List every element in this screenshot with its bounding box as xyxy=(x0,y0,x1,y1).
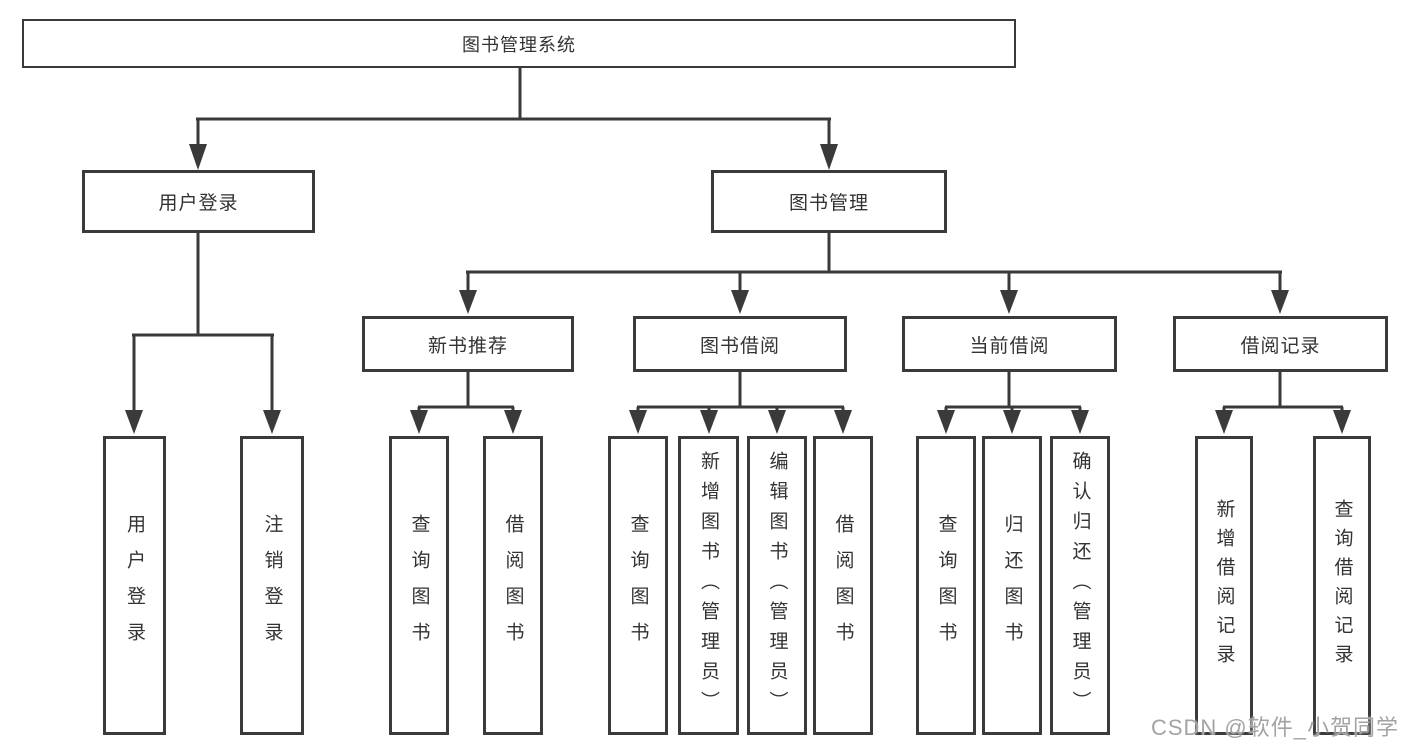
leaf-label: 查询图书 xyxy=(935,513,957,658)
node-current-borrow: 当前借阅 xyxy=(902,316,1117,372)
leaf-borrow-query-books: 查询图书 xyxy=(608,436,668,735)
leaf-label: 借阅图书 xyxy=(832,513,854,658)
leaf-records-add-record: 新增借阅记录 xyxy=(1195,436,1253,735)
leaf-label: 确认归还（管理员） xyxy=(1069,450,1091,721)
leaf-current-query-books: 查询图书 xyxy=(916,436,976,735)
leaf-current-confirm-return-admin: 确认归还（管理员） xyxy=(1050,436,1110,735)
leaf-current-return-books: 归还图书 xyxy=(982,436,1042,735)
node-borrow-records: 借阅记录 xyxy=(1173,316,1388,372)
leaf-label: 查询图书 xyxy=(627,513,649,658)
arrowheads xyxy=(125,144,1351,434)
leaf-records-query-record: 查询借阅记录 xyxy=(1313,436,1371,735)
node-label: 用户登录 xyxy=(158,193,239,214)
node-label: 图书管理 xyxy=(788,193,869,214)
leaf-logout: 注销登录 xyxy=(240,436,304,735)
leaf-borrow-edit-books-admin: 编辑图书（管理员） xyxy=(747,436,807,735)
leaf-label: 归还图书 xyxy=(1001,513,1023,658)
leaf-borrow-borrow-books: 借阅图书 xyxy=(813,436,873,735)
leaf-label: 注销登录 xyxy=(261,513,283,658)
node-book-management: 图书管理 xyxy=(711,170,947,233)
node-label: 图书管理系统 xyxy=(462,34,576,55)
leaf-label: 查询图书 xyxy=(408,513,430,658)
node-user-login: 用户登录 xyxy=(82,170,315,233)
node-label: 借阅记录 xyxy=(1240,335,1321,357)
leaf-label: 借阅图书 xyxy=(502,513,524,658)
leaf-recommend-borrow-books: 借阅图书 xyxy=(483,436,543,735)
leaf-user-login: 用户登录 xyxy=(103,436,166,735)
node-label: 当前借阅 xyxy=(969,335,1050,357)
node-library-management-system: 图书管理系统 xyxy=(22,19,1016,68)
node-label: 新书推荐 xyxy=(427,335,508,357)
csdn-watermark: CSDN @软件_小贺同学 xyxy=(1150,715,1399,740)
leaf-label: 查询借阅记录 xyxy=(1331,498,1353,673)
leaf-label: 用户登录 xyxy=(124,513,145,658)
leaf-label: 新增图书（管理员） xyxy=(698,450,719,721)
node-book-borrow: 图书借阅 xyxy=(633,316,847,372)
node-new-book-recommend: 新书推荐 xyxy=(362,316,574,372)
leaf-recommend-query-books: 查询图书 xyxy=(389,436,449,735)
leaf-label: 编辑图书（管理员） xyxy=(766,450,788,721)
node-label: 图书借阅 xyxy=(699,335,780,357)
leaf-borrow-add-books-admin: 新增图书（管理员） xyxy=(678,436,739,735)
leaf-label: 新增借阅记录 xyxy=(1213,498,1235,673)
